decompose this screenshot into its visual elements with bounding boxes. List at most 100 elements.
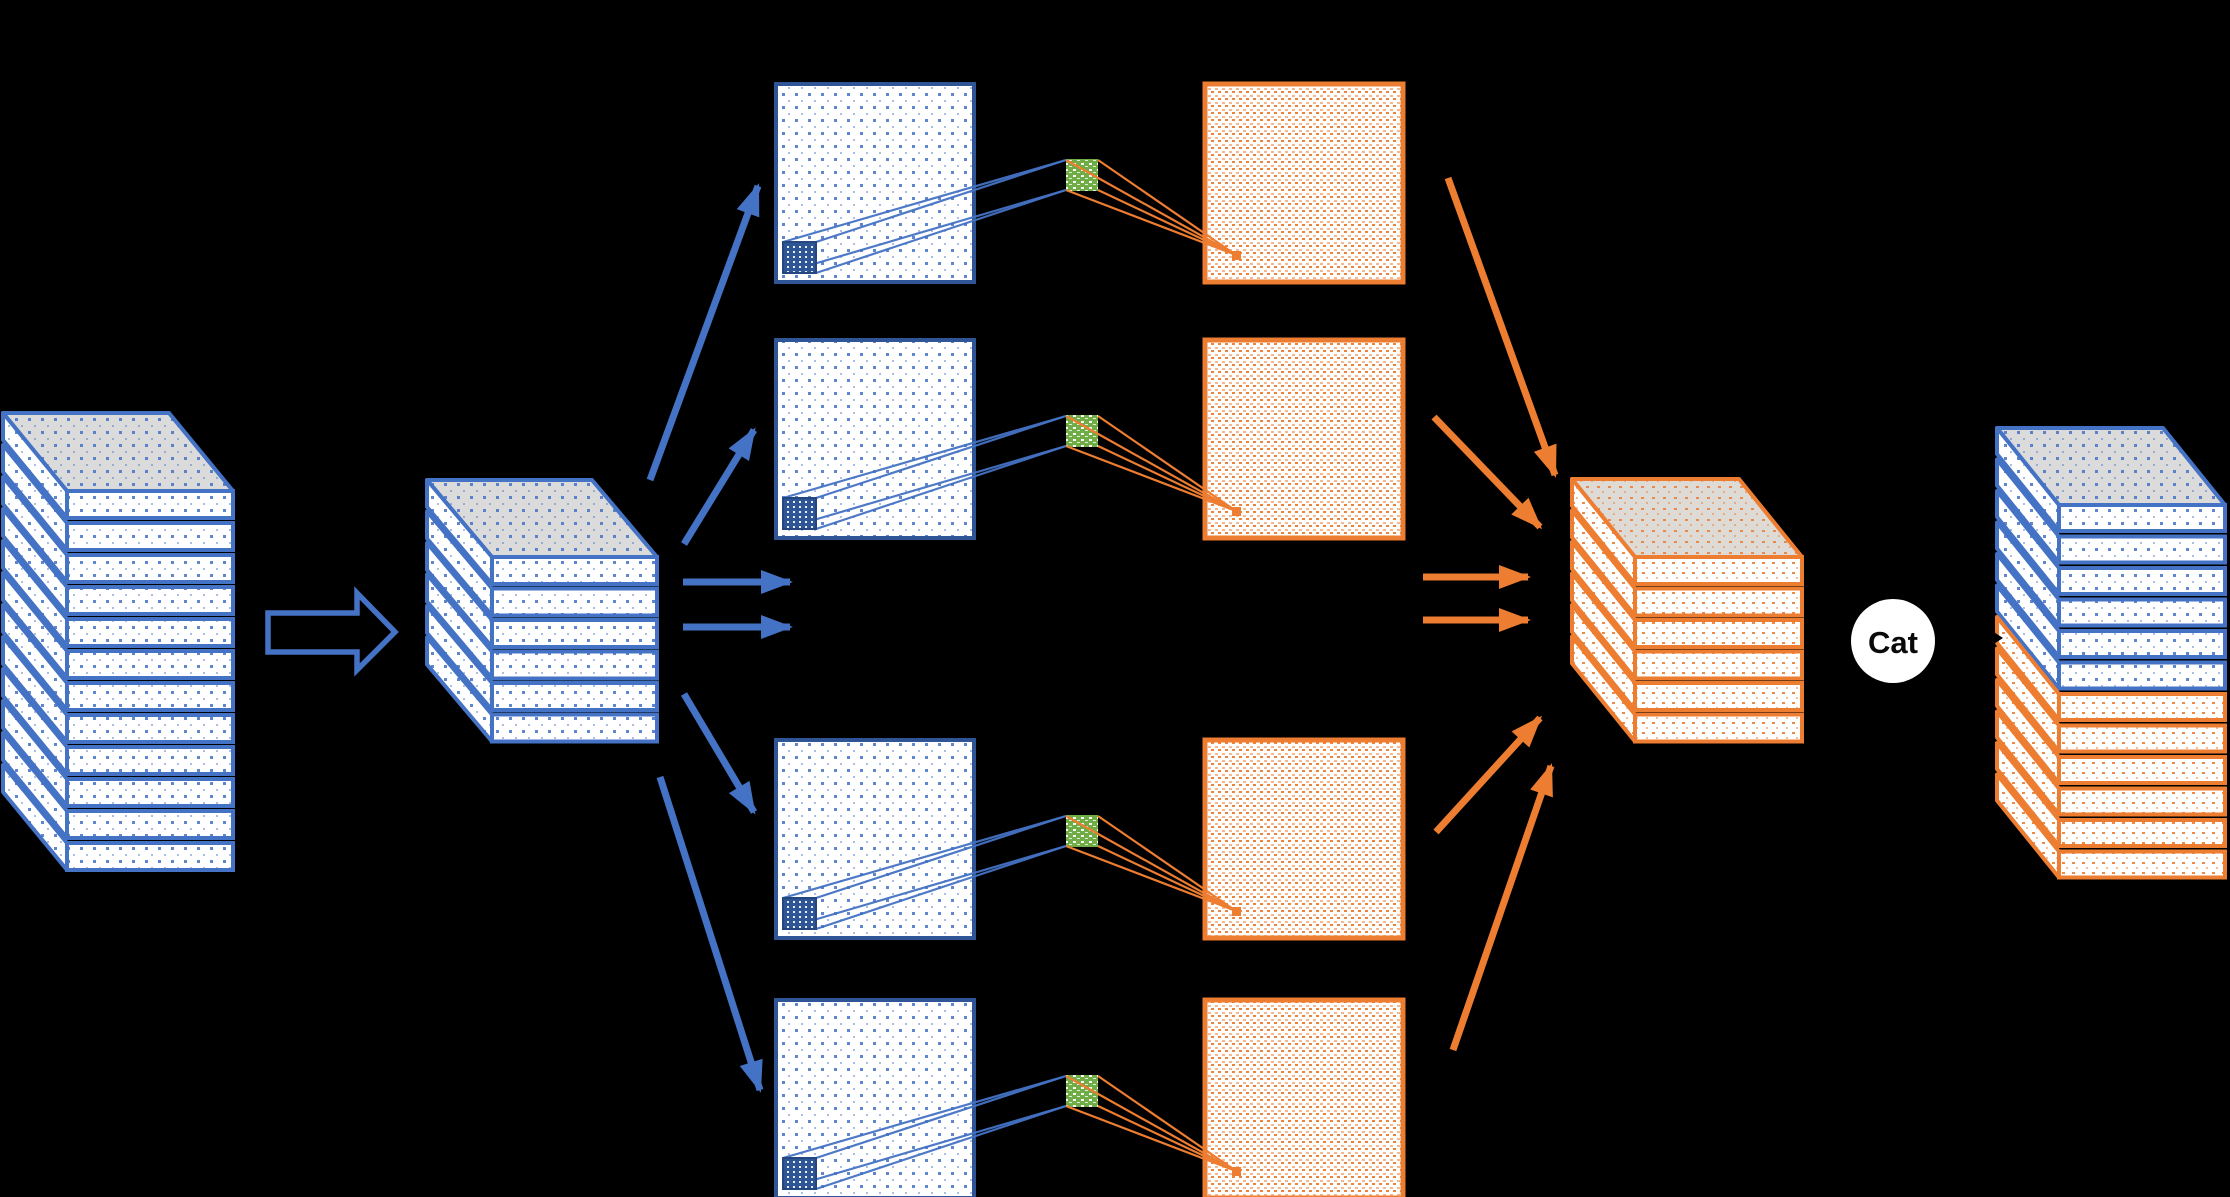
reduced-stack-front-layer xyxy=(490,681,659,712)
split-arrow-5 xyxy=(680,692,758,815)
output-stack-front-layer xyxy=(2057,849,2227,880)
kernel-to-pixel-line xyxy=(1065,444,1237,513)
output-stack-front-layer xyxy=(2057,660,2227,691)
patch-to-kernel-line xyxy=(782,1074,1067,1160)
kernel-to-pixel-line xyxy=(1097,815,1237,912)
output-feature-map xyxy=(1202,737,1406,941)
output-stack-front-layer xyxy=(2057,692,2227,722)
output-pixel xyxy=(1232,1167,1241,1176)
output-stack-front-layer xyxy=(2057,723,2227,754)
receptive-patch xyxy=(782,497,817,530)
input-stack-front-layer xyxy=(65,681,235,712)
input-stack-front-layer xyxy=(65,585,235,616)
output-stack-front-layer xyxy=(2057,534,2227,565)
input-stack-front-layer xyxy=(65,809,235,840)
receptive-patch xyxy=(782,241,817,274)
patch-to-kernel-line xyxy=(782,188,1067,275)
cat-circle xyxy=(1851,599,1935,683)
kernel-to-pixel-line xyxy=(1097,1105,1237,1172)
kernel-to-pixel-line xyxy=(1097,189,1237,256)
kernel-to-pixel-line xyxy=(1065,1075,1237,1172)
merge-arrow-5 xyxy=(1433,715,1543,835)
reduced-stack-front-layer xyxy=(490,555,659,586)
output-stack-front-layer xyxy=(2057,818,2227,848)
output-stack-front-layer xyxy=(2057,597,2227,628)
kernel-to-pixel-line xyxy=(1065,159,1237,256)
split-arrow-1 xyxy=(646,183,762,482)
input-stack-front-layer xyxy=(65,745,235,776)
split-arrow-6 xyxy=(656,775,764,1093)
input-stack-front-layer xyxy=(65,553,235,584)
output-stack-front-layer xyxy=(2057,786,2227,817)
output-pixel xyxy=(1232,251,1241,260)
patch-to-kernel-line xyxy=(782,1104,1067,1191)
concat-stack-front-layer xyxy=(1633,712,1804,744)
input-stack-front-layer xyxy=(65,489,235,520)
receptive-patch xyxy=(782,1157,817,1190)
receptive-patch xyxy=(782,897,817,930)
patch-to-kernel-line xyxy=(815,814,1067,900)
input-stack-front-layer xyxy=(65,521,235,552)
diagram-graphics xyxy=(1,81,2227,1197)
concat-stack-front-layer xyxy=(1633,618,1804,649)
branch-row-3 xyxy=(774,737,1406,941)
branch-row-4 xyxy=(774,997,1406,1197)
output-pixel xyxy=(1232,907,1241,916)
input-stack-front-layer xyxy=(65,777,235,808)
output-feature-map xyxy=(1202,997,1406,1197)
kernel-to-pixel-line xyxy=(1065,844,1237,913)
kernel-to-pixel-line xyxy=(1097,1075,1237,1172)
input-stack-front-layer xyxy=(65,841,235,872)
patch-to-kernel-line xyxy=(782,444,1067,531)
kernel-to-pixel-line xyxy=(1097,445,1237,512)
output-stack-front-layer xyxy=(2057,566,2227,596)
patch-to-kernel-line xyxy=(815,1074,1067,1160)
patch-to-kernel-line xyxy=(815,414,1067,500)
reduced-stack-front-layer xyxy=(490,712,659,744)
kernel-to-pixel-line xyxy=(1097,159,1237,256)
merge-arrow-2 xyxy=(1431,414,1543,530)
patch-to-kernel-line xyxy=(782,158,1067,244)
concat-stack-front-layer xyxy=(1633,681,1804,712)
kernel-to-pixel-line xyxy=(1065,815,1237,912)
concat-node: Cat xyxy=(1851,599,1935,683)
kernel-to-pixel-line xyxy=(1065,415,1237,512)
input-stack-front-layer xyxy=(65,649,235,680)
concat-stack-front-layer xyxy=(1633,586,1804,618)
reduced-stack-front-layer xyxy=(490,618,659,649)
output-stack xyxy=(1995,426,2227,880)
split-arrow-2 xyxy=(681,427,757,546)
output-pixel xyxy=(1232,507,1241,516)
input-stack xyxy=(1,411,235,872)
patch-to-kernel-line xyxy=(815,1104,1067,1191)
input-stack-front-layer xyxy=(65,617,235,648)
cat-label: Cat xyxy=(1868,625,1918,660)
output-feature-map xyxy=(1202,81,1406,285)
patch-to-kernel-line xyxy=(815,844,1067,931)
kernel-to-pixel-line xyxy=(1065,188,1237,257)
merge-arrow-6 xyxy=(1449,763,1555,1052)
kernel-to-pixel-line xyxy=(1097,845,1237,912)
patch-to-kernel-line xyxy=(815,188,1067,275)
reduced-stack-front-layer xyxy=(490,649,659,681)
reduced-stack xyxy=(425,478,659,744)
output-stack-front-layer xyxy=(2057,755,2227,785)
reduced-stack-front-layer xyxy=(490,586,659,618)
concat-stack-front-layer xyxy=(1633,555,1804,586)
output-stack-front-layer xyxy=(2057,503,2227,533)
concat-stack-front-layer xyxy=(1633,649,1804,681)
transform-block-arrow xyxy=(265,586,399,677)
concat-stack xyxy=(1570,477,1804,744)
patch-to-kernel-line xyxy=(782,414,1067,500)
patch-to-kernel-line xyxy=(815,158,1067,244)
cat-to-output-arrowhead xyxy=(1986,627,2003,649)
kernel-to-pixel-line xyxy=(1097,415,1237,512)
input-stack-front-layer xyxy=(65,713,235,744)
patch-to-kernel-line xyxy=(815,444,1067,531)
merge-arrow-1 xyxy=(1444,176,1559,478)
output-stack-front-layer xyxy=(2057,629,2227,659)
kernel-to-pixel-line xyxy=(1065,1104,1237,1173)
branch-row-1 xyxy=(774,81,1406,285)
branch-row-2 xyxy=(774,337,1406,541)
